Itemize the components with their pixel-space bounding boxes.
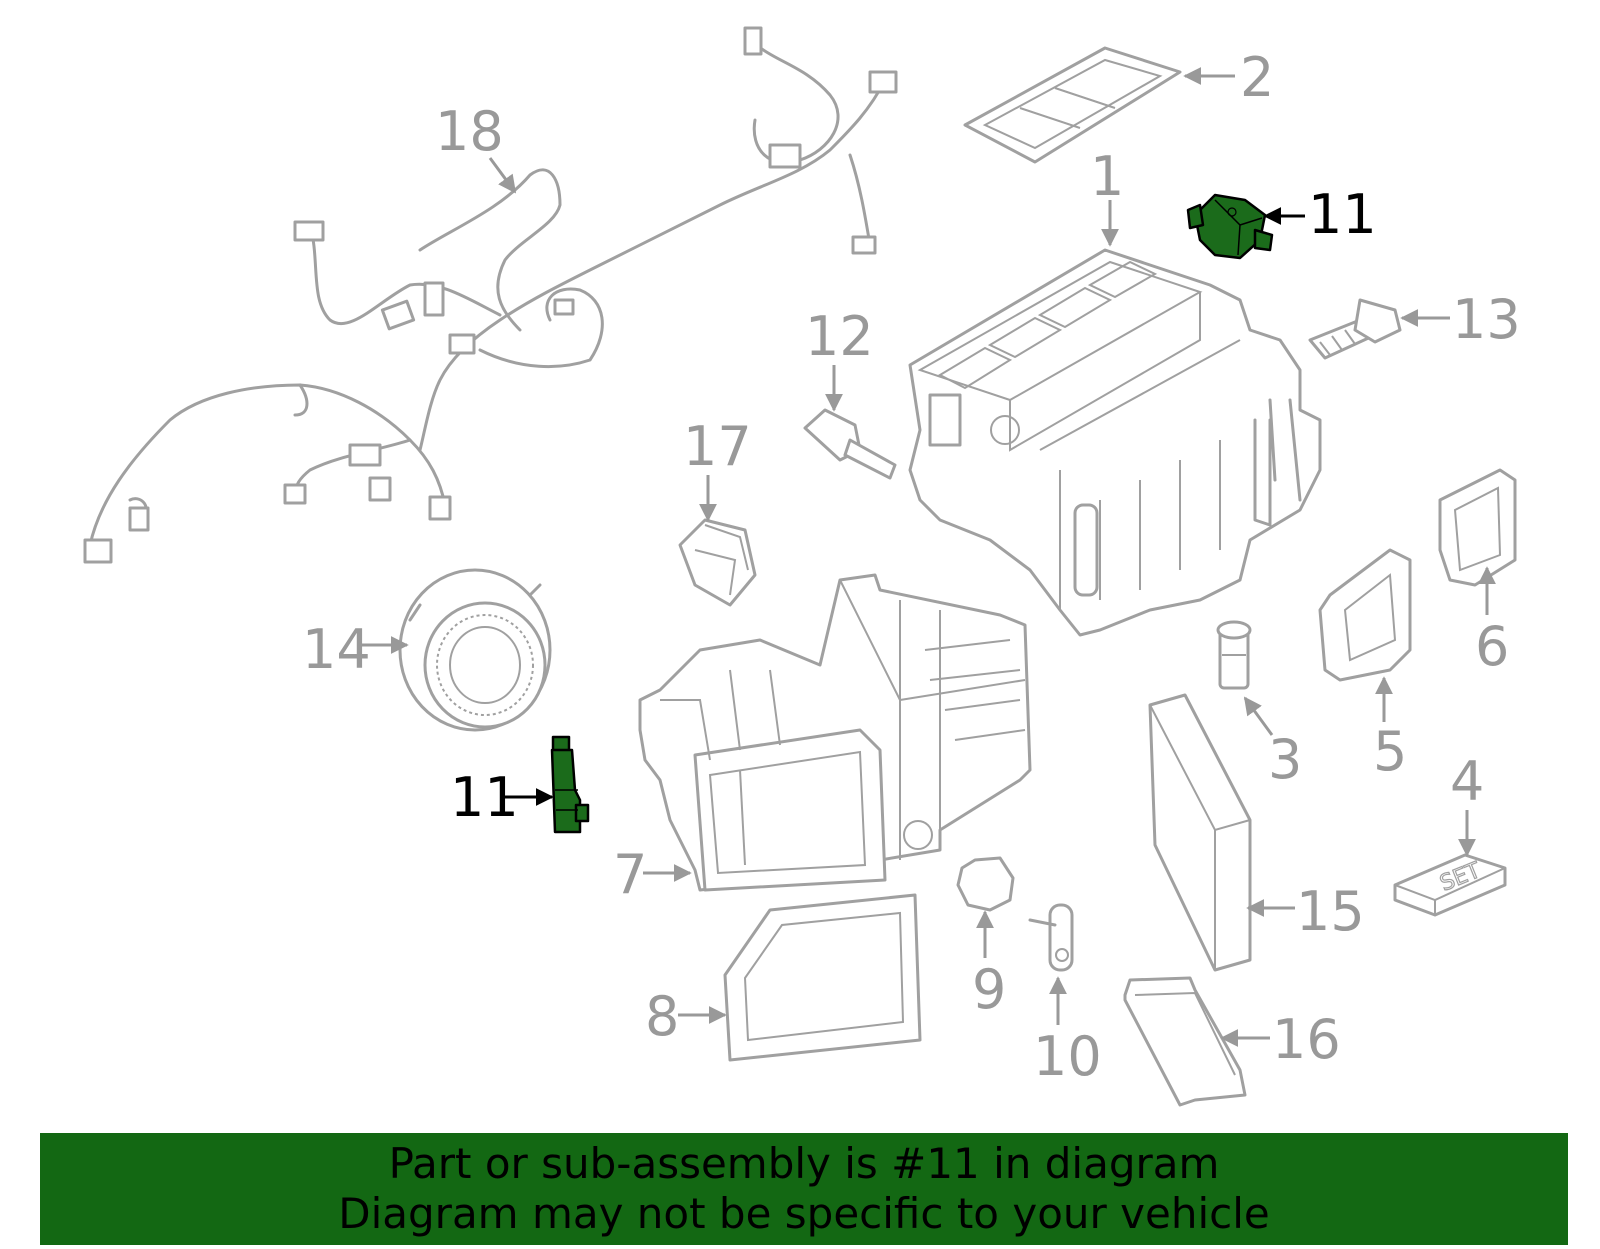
callout-3: 3 (1268, 728, 1302, 791)
part-10-pin (1028, 903, 1074, 972)
callout-15: 15 (1296, 880, 1365, 943)
part-15-cabin-filter (1148, 693, 1252, 972)
banner-line-2: Diagram may not be specific to your vehi… (338, 1189, 1270, 1238)
callout-17: 17 (683, 415, 752, 478)
part-18-wiring-harness (83, 26, 898, 564)
callout-4: 4 (1450, 750, 1484, 813)
part-5-duct (1318, 548, 1412, 682)
part-4-set-kit: SET (1393, 853, 1507, 917)
callout-10: 10 (1033, 1025, 1102, 1088)
part-14-blower-motor (398, 568, 552, 732)
callout-7: 7 (613, 843, 647, 906)
callout-11-lower: 11 (450, 766, 519, 829)
part-3-sensor (1216, 620, 1252, 690)
part-13-sensor (1308, 298, 1402, 360)
callout-2: 2 (1240, 46, 1274, 109)
part-17-module (678, 518, 757, 607)
parts-diagram: SET 1 2 (83, 26, 1521, 1107)
callout-9: 9 (972, 958, 1006, 1021)
part-11-actuator-lower (550, 735, 590, 834)
callout-18: 18 (435, 100, 504, 163)
part-9-plug (956, 856, 1015, 912)
callout-6: 6 (1475, 615, 1509, 678)
callout-12: 12 (805, 305, 874, 368)
part-12-sensor (803, 408, 897, 480)
callout-13: 13 (1452, 288, 1521, 351)
callout-11-upper: 11 (1308, 183, 1377, 246)
part-8-gasket (723, 893, 922, 1062)
part-6-duct (1438, 468, 1517, 587)
part-2-panel (963, 46, 1182, 164)
part-11-actuator-upper (1186, 193, 1274, 260)
callout-1: 1 (1090, 145, 1124, 208)
callout-14: 14 (302, 618, 371, 681)
leader-lines (360, 67, 1496, 1047)
callout-labels: 1 2 3 4 5 6 7 8 9 10 11 11 12 13 14 15 1… (302, 46, 1521, 1088)
callout-16: 16 (1272, 1008, 1341, 1071)
part-7-blower-housing (638, 573, 1032, 892)
callout-8: 8 (645, 985, 679, 1048)
callout-5: 5 (1373, 720, 1407, 783)
part-1-hvac-housing (908, 248, 1322, 637)
info-banner: Part or sub-assembly is #11 in diagram D… (40, 1133, 1568, 1245)
banner-line-1: Part or sub-assembly is #11 in diagram (388, 1139, 1220, 1188)
part-16-cover (1123, 976, 1247, 1107)
